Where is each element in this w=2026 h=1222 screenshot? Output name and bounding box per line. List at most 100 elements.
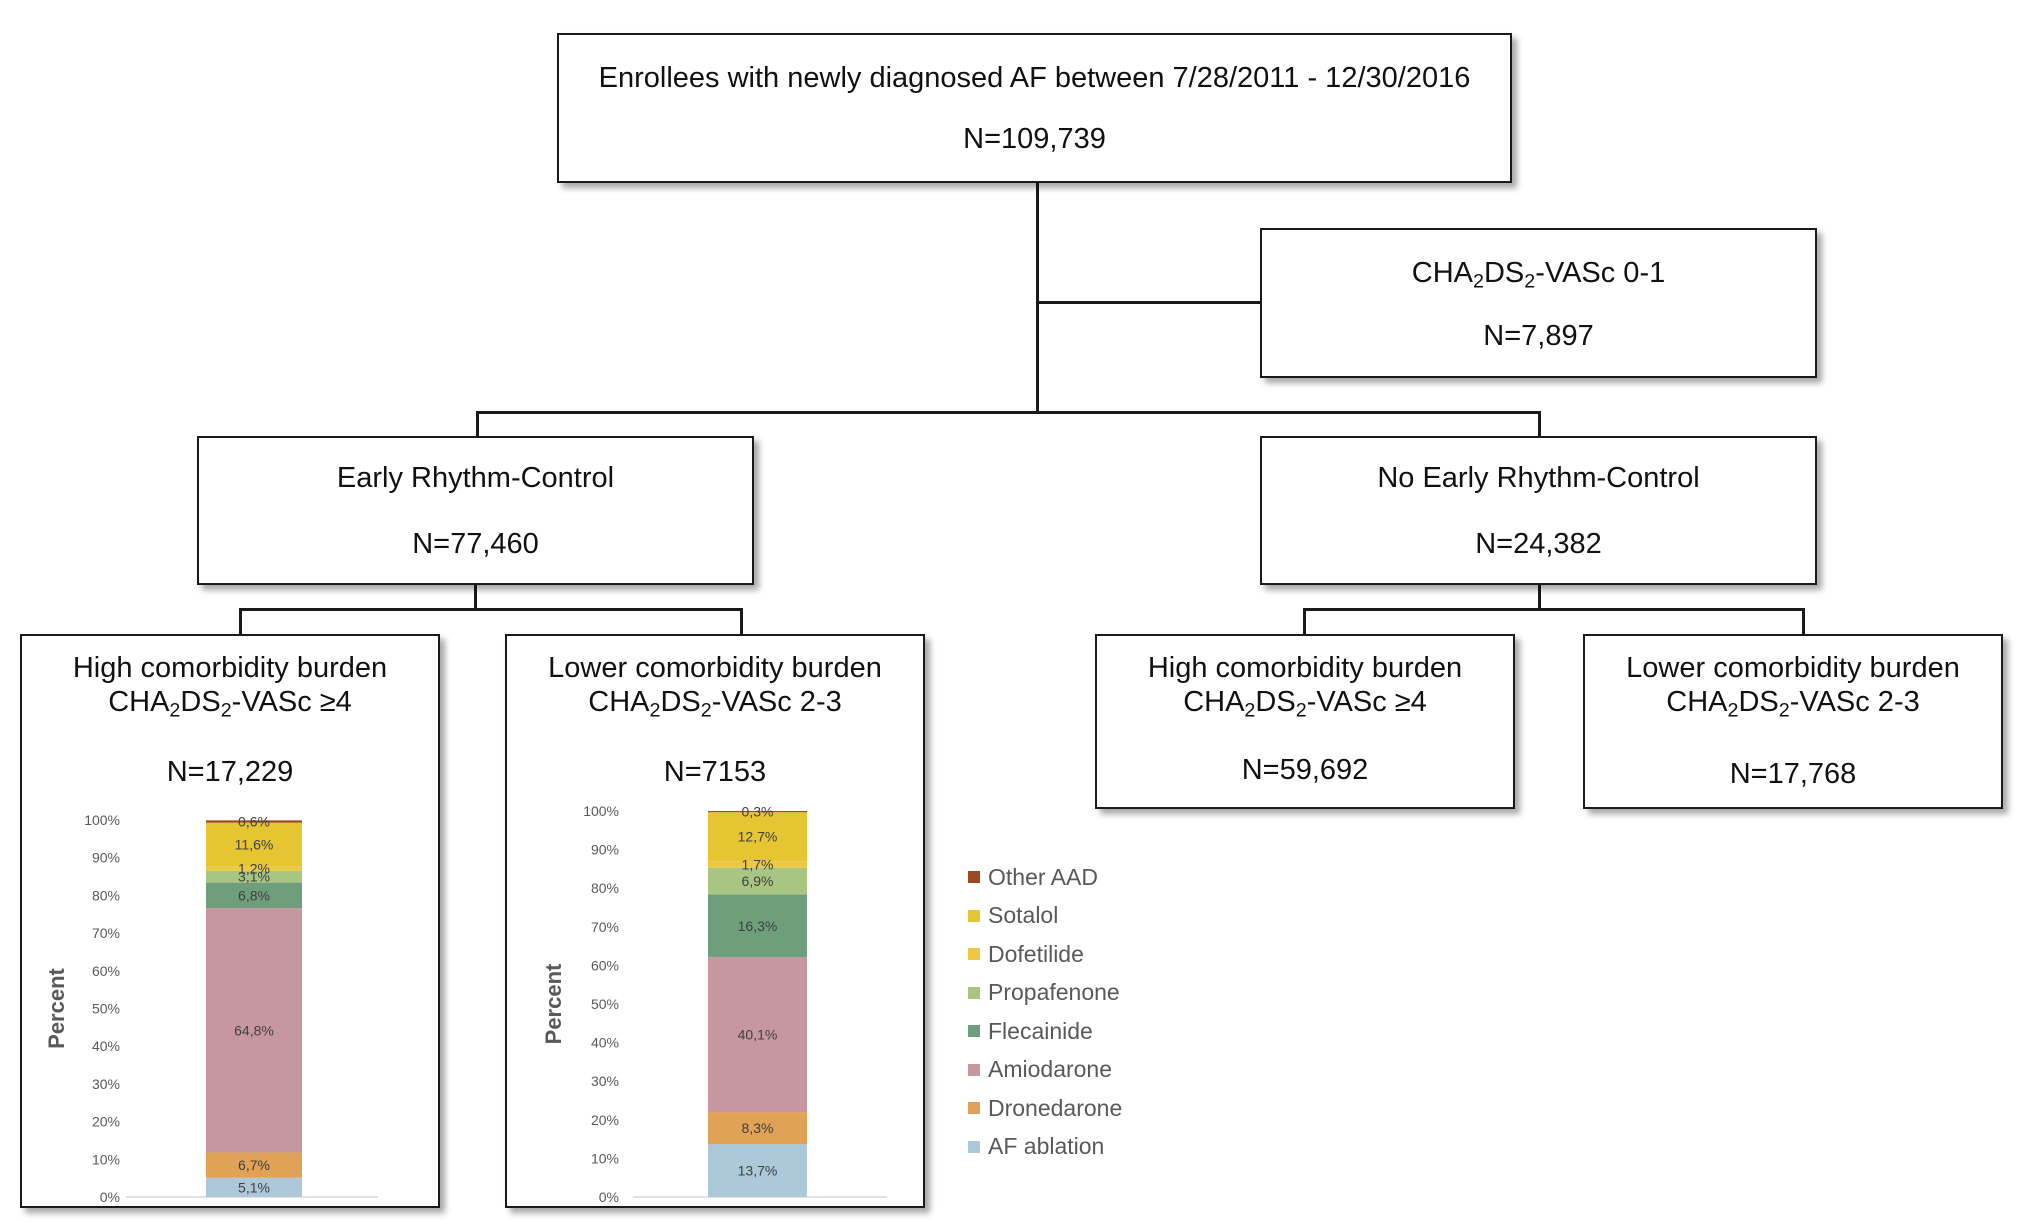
no-early-low-box: Lower comorbidity burden CHA2DS2-VASc 2-… <box>1583 634 2003 809</box>
excluded-score: CHA2DS2-VASc 0-1 <box>1411 257 1666 293</box>
data-label: 6,7% <box>238 1157 270 1173</box>
legend-item-flecainide: Flecainide <box>968 1017 1093 1044</box>
legend-item-amiodarone: Amiodarone <box>968 1056 1112 1082</box>
early-low-chart: 0%10%20%30%40%50%60%70%80%90%100%Percent… <box>541 803 887 1205</box>
y-tick-label: 100% <box>583 803 619 819</box>
legend-item-other-aad: Other AAD <box>968 863 1098 890</box>
early-rhythm-control-box: Early Rhythm-Control N=77,460 <box>197 436 754 585</box>
legend-label: Other AAD <box>988 863 1098 890</box>
no-early-rhythm-control-box: No Early Rhythm-Control N=24,382 <box>1260 436 1817 585</box>
early-high-chart: 0%10%20%30%40%50%60%70%80%90%100%Percent… <box>44 812 378 1205</box>
y-tick-label: 80% <box>92 887 120 903</box>
data-label: 64,8% <box>234 1022 274 1038</box>
connector-early-high-drop <box>239 608 242 634</box>
y-tick-label: 20% <box>92 1114 120 1130</box>
y-tick-label: 60% <box>92 963 120 979</box>
bar-segment-amiodarone <box>206 908 302 1153</box>
legend-swatch <box>968 909 980 922</box>
data-label: 13,7% <box>738 1163 778 1179</box>
connector-early-drop <box>476 411 479 436</box>
connector-early-low-drop <box>740 608 743 634</box>
legend-item-dofetilide: Dofetilide <box>968 940 1084 967</box>
data-label: 5,1% <box>238 1179 270 1195</box>
data-label: 6,9% <box>742 873 774 889</box>
early-high-score: CHA2DS2-VASc ≥4 <box>108 686 352 722</box>
connector-root-down <box>1036 183 1039 412</box>
legend-item-dronedarone: Dronedarone <box>968 1094 1123 1121</box>
connector-noearly-low-drop <box>1802 608 1805 634</box>
data-label: 12,7% <box>738 829 778 845</box>
connector-early-down <box>474 585 477 610</box>
bar-segment-propafenone <box>206 870 302 883</box>
data-label: 0,6% <box>238 814 270 830</box>
y-tick-label: 70% <box>92 925 120 941</box>
data-label: 1,7% <box>742 856 774 872</box>
y-tick-label: 30% <box>92 1076 120 1092</box>
legend-swatch <box>968 986 980 999</box>
early-count: N=77,460 <box>412 528 539 560</box>
bar-segment-dronedarone <box>708 1112 807 1145</box>
bar-segment-other-aad <box>206 820 302 823</box>
y-tick-label: 100% <box>84 812 120 828</box>
no-early-high-count: N=59,692 <box>1241 754 1369 786</box>
y-tick-label: 50% <box>92 1001 120 1017</box>
data-label: 11,6% <box>235 837 274 853</box>
y-tick-label: 90% <box>92 850 120 866</box>
data-label: 40,1% <box>738 1027 778 1043</box>
legend-label: Flecainide <box>988 1017 1093 1044</box>
bar-segment-dronedarone <box>206 1152 302 1178</box>
y-tick-label: 30% <box>591 1073 619 1089</box>
bar-segment-sotalol <box>708 812 807 862</box>
no-early-low-count: N=17,768 <box>1729 758 1857 790</box>
no-early-high-score: CHA2DS2-VASc ≥4 <box>1183 686 1427 722</box>
y-tick-label: 90% <box>591 842 619 858</box>
y-tick-label: 10% <box>92 1151 120 1167</box>
legend-label: Sotalol <box>988 902 1059 928</box>
legend-swatch <box>968 1140 980 1153</box>
y-axis-title: Percent <box>541 963 566 1044</box>
bar-segment-amiodarone <box>708 957 807 1113</box>
data-label: 3,1% <box>238 869 270 885</box>
legend-label: AF ablation <box>988 1133 1105 1159</box>
early-low-count: N=7153 <box>663 756 767 788</box>
legend-swatch <box>968 1102 980 1114</box>
connector-noearly-horizontal <box>1303 608 1805 611</box>
root-count: N=109,739 <box>963 123 1106 155</box>
early-title: Early Rhythm-Control <box>336 462 615 494</box>
no-early-high-box: High comorbidity burden CHA2DS2-VASc ≥4 … <box>1095 634 1515 809</box>
connector-excluded <box>1036 301 1262 304</box>
bar-segment-propafenone <box>708 867 807 895</box>
bar-segment-flecainide <box>206 882 302 909</box>
legend-label: Dofetilide <box>988 940 1084 967</box>
legend-label: Dronedarone <box>988 1094 1123 1121</box>
legend-swatch <box>968 1025 980 1037</box>
early-high-box: High comorbidity burden CHA2DS2-VASc ≥4 … <box>20 634 440 1208</box>
bar-segment-sotalol <box>206 822 302 867</box>
connector-noearly-drop <box>1538 411 1541 436</box>
bar-segment-dofetilide <box>708 861 807 868</box>
y-tick-label: 60% <box>591 957 619 973</box>
root-box: Enrollees with newly diagnosed AF betwee… <box>557 33 1512 183</box>
y-tick-label: 10% <box>591 1150 619 1166</box>
legend-swatch <box>968 1063 980 1076</box>
data-label: 6,8% <box>238 887 270 903</box>
legend-item-af-ablation: AF ablation <box>968 1133 1105 1159</box>
early-low-box: Lower comorbidity burden CHA2DS2-VASc 2-… <box>505 634 925 1208</box>
no-early-high-title: High comorbidity burden <box>1147 652 1463 684</box>
no-early-low-title: Lower comorbidity burden <box>1626 652 1960 684</box>
connector-early-horizontal <box>239 608 743 611</box>
legend-item-sotalol: Sotalol <box>968 902 1059 928</box>
no-early-title: No Early Rhythm-Control <box>1377 462 1700 494</box>
bar-segment-af-ablation <box>708 1144 807 1197</box>
data-label: 1,2% <box>238 861 270 877</box>
y-tick-label: 80% <box>591 880 619 896</box>
y-tick-label: 50% <box>591 996 619 1012</box>
bar-segment-flecainide <box>708 894 807 958</box>
bar-segment-other-aad <box>708 811 807 813</box>
early-low-score: CHA2DS2-VASc 2-3 <box>588 686 842 722</box>
legend-label: Propafenone <box>988 979 1120 1005</box>
connector-split-horizontal <box>476 411 1541 414</box>
no-early-count: N=24,382 <box>1475 528 1602 560</box>
y-tick-label: 0% <box>599 1189 619 1205</box>
y-tick-label: 70% <box>591 919 619 935</box>
